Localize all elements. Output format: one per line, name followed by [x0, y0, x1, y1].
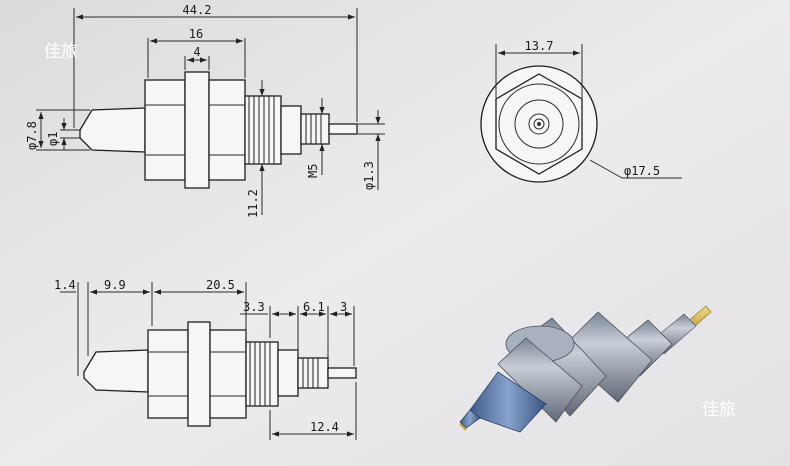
end-view: 13.7 φ17.5	[480, 39, 682, 183]
dim-seg-d: 3.3	[243, 300, 265, 314]
dim-tip-diameter: φ7.8	[25, 121, 39, 150]
dim-thread-minor: M5	[306, 164, 320, 178]
dim-flange-width: 4	[193, 45, 200, 59]
top-side-view: 44.2 16 4 φ7.8 φ1 11.2 M5 φ1.3	[25, 3, 385, 218]
dim-hex-flats: 13.7	[525, 39, 554, 53]
dim-overall-length: 44.2	[183, 3, 212, 17]
dim-seg-f: 3	[340, 300, 347, 314]
dim-stud-length: 12.4	[310, 420, 339, 434]
part-3d-render	[459, 305, 712, 433]
dim-seg-a: 1.4	[54, 278, 76, 292]
dim-pin-diameter: φ1.3	[362, 161, 376, 190]
dim-body-length: 16	[189, 27, 203, 41]
dim-flange-diameter: φ17.5	[624, 164, 660, 178]
watermark-top-left: 佳旅	[44, 42, 78, 62]
dim-tip-pin: φ1	[46, 132, 60, 146]
dim-seg-b: 9.9	[104, 278, 126, 292]
watermark-bottom-right: 佳旅	[702, 400, 736, 420]
dim-thread-major: 11.2	[246, 189, 260, 218]
dim-seg-e: 6.1	[303, 300, 325, 314]
dim-seg-c: 20.5	[206, 278, 235, 292]
bottom-side-view: 1.4 9.9 20.5 3.3 6.1 3 12.4	[54, 278, 357, 440]
